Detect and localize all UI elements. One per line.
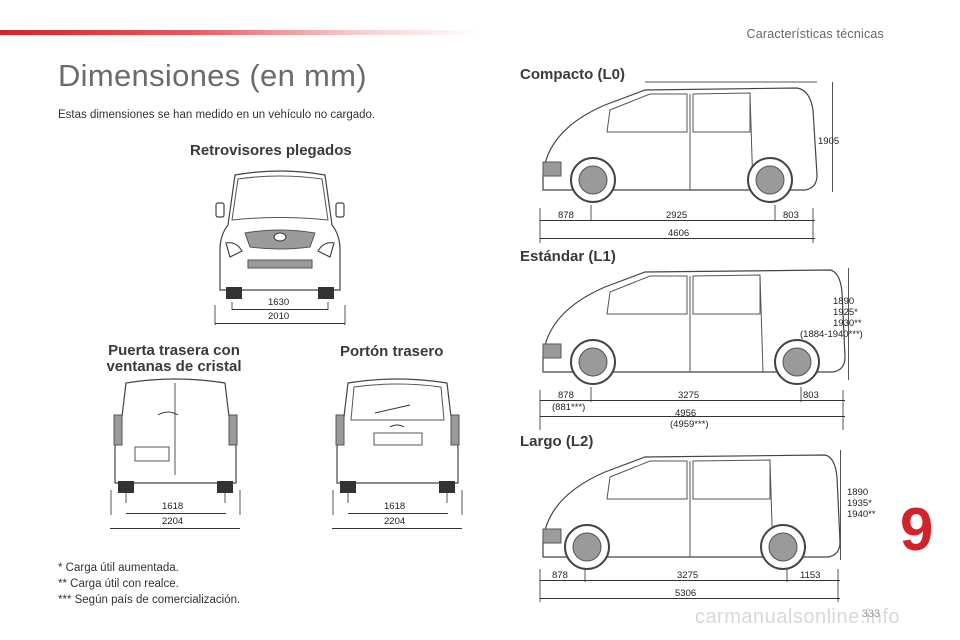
largo-height-2: 1935* xyxy=(847,498,872,509)
estandar-height-1: 1890 xyxy=(833,296,855,307)
largo-height-1: 1890 xyxy=(847,487,869,498)
compacto-front-overhang: 878 xyxy=(558,210,574,221)
estandar-rear-overhang: 803 xyxy=(803,390,819,401)
largo-front-overhang: 878 xyxy=(552,570,568,581)
largo-wheelbase: 3275 xyxy=(677,570,699,581)
estandar-height-line xyxy=(848,268,849,380)
compacto-height: 1905 xyxy=(818,136,840,147)
compacto-label: Compacto (L0) xyxy=(520,66,625,83)
estandar-height-2: 1925* xyxy=(833,307,858,318)
rear-glass-width-total: 2204 xyxy=(162,516,184,527)
section-header: Características técnicas xyxy=(746,27,884,41)
estandar-height-4: (1884-1940***) xyxy=(800,329,863,340)
estandar-label: Estándar (L1) xyxy=(520,248,616,265)
front-width-body: 1630 xyxy=(268,297,290,308)
rear-glass-drawing xyxy=(110,378,241,515)
largo-rear-overhang: 1153 xyxy=(800,570,821,581)
footnote-1: * Carga útil aumentada. xyxy=(58,562,179,574)
estandar-length-alt: (4959***) xyxy=(670,419,709,430)
largo-split-dim-line xyxy=(540,580,840,581)
front-view-drawing xyxy=(214,170,346,325)
header-accent-bar xyxy=(0,30,480,35)
largo-height-line xyxy=(840,450,841,560)
compacto-length: 4606 xyxy=(668,228,690,239)
estandar-drawing xyxy=(539,269,846,430)
footnote-3: *** Según país de comercialización. xyxy=(58,594,241,606)
tailgate-width-total: 2204 xyxy=(384,516,406,527)
footnote-2: ** Carga útil con realce. xyxy=(58,578,179,590)
tailgate-drawing xyxy=(332,378,463,515)
rear-glass-label: Puerta trasera con ventanas de cristal xyxy=(98,343,250,375)
front-width-total: 2010 xyxy=(268,311,290,322)
intro-text: Estas dimensiones se han medido en un ve… xyxy=(58,109,376,121)
estandar-front-overhang: 878 xyxy=(558,390,574,401)
rear-glass-width-body: 1618 xyxy=(162,501,184,512)
rear-glass-body-dim-line xyxy=(126,513,226,514)
front-body-dim-line xyxy=(232,309,328,310)
compacto-wheelbase: 2925 xyxy=(666,210,688,221)
front-view-label: Retrovisores plegados xyxy=(190,142,352,159)
estandar-split-dim-line xyxy=(540,400,845,401)
watermark: carmanualsonline.info xyxy=(694,606,900,628)
page-title: Dimensiones (en mm) xyxy=(58,58,367,93)
chapter-number: 9 xyxy=(900,496,934,563)
estandar-wheelbase: 3275 xyxy=(678,390,700,401)
tailgate-body-dim-line xyxy=(348,513,448,514)
rear-glass-label-line1: Puerta trasera con xyxy=(108,342,240,359)
estandar-front-overhang-alt: (881***) xyxy=(552,402,586,413)
tailgate-total-dim-line xyxy=(332,528,462,529)
compacto-length-dim-line xyxy=(540,238,815,239)
largo-length: 5306 xyxy=(675,588,697,599)
footnotes: * Carga útil aumentada. ** Carga útil co… xyxy=(58,560,240,608)
largo-label: Largo (L2) xyxy=(520,433,594,450)
largo-drawing xyxy=(539,454,841,602)
page-number: 333 xyxy=(861,608,880,620)
largo-length-dim-line xyxy=(540,598,840,599)
compacto-drawing xyxy=(539,81,818,243)
compacto-split-dim-line xyxy=(540,220,815,221)
estandar-height-3: 1930** xyxy=(833,318,862,329)
tailgate-label: Portón trasero xyxy=(340,343,444,360)
largo-height-3: 1940** xyxy=(847,509,876,520)
rear-glass-label-line2: ventanas de cristal xyxy=(106,358,242,375)
front-total-dim-line xyxy=(215,323,345,324)
tailgate-width-body: 1618 xyxy=(384,501,406,512)
estandar-length-dim-line xyxy=(540,416,845,417)
estandar-length: 4956 xyxy=(675,408,697,419)
compacto-rear-overhang: 803 xyxy=(783,210,799,221)
rear-glass-total-dim-line xyxy=(110,528,240,529)
compacto-height-line xyxy=(832,82,833,192)
